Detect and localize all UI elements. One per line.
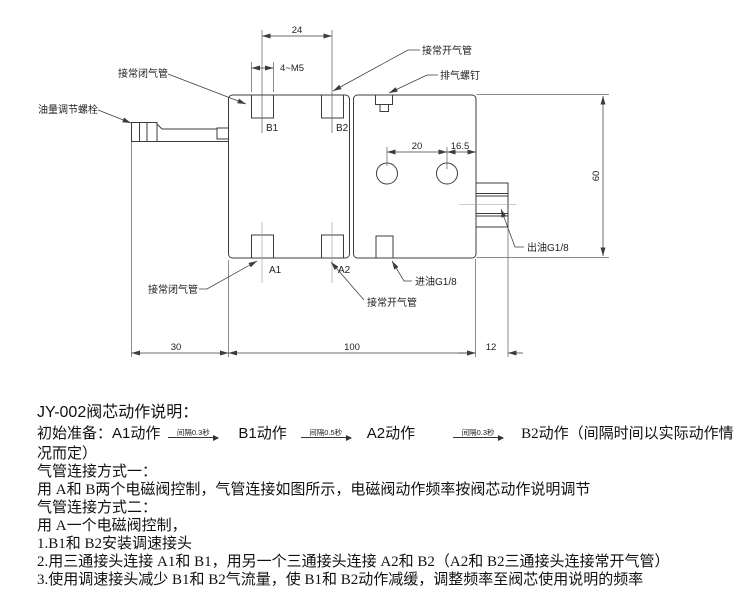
leader-no-pipe-bottom bbox=[330, 261, 365, 301]
extension-lines bbox=[131, 30, 609, 357]
inlet-port-boss bbox=[375, 235, 394, 259]
oil-adjust-bolt bbox=[131, 122, 229, 142]
leader-inlet bbox=[391, 260, 412, 282]
dim-30: 30 bbox=[171, 342, 182, 353]
label-nc-pipe-top: 接常闭气管 bbox=[118, 67, 168, 80]
step-2: 2.用三通接头连接 A1和 B1，用另一个三通接头连接 A2和 B2（A2和 B… bbox=[37, 554, 670, 570]
notes-title: JY-002阀芯动作说明： bbox=[37, 404, 199, 421]
dim-4-m5: 4~M5 bbox=[280, 63, 304, 74]
method2-body: 用 A一个电磁阀控制， bbox=[37, 518, 187, 534]
interval-2-label: 间隔0.5秒 bbox=[309, 428, 343, 437]
drawing-annotations: 24 4~M5 20 16.5 60 30 100 12 油量调节螺栓 接常闭气… bbox=[38, 25, 602, 353]
label-outlet: 出油G1/8 bbox=[527, 241, 569, 254]
action-b1: B1动作 bbox=[238, 425, 287, 442]
valve-technical-drawing: 24 4~M5 20 16.5 60 30 100 12 油量调节螺栓 接常闭气… bbox=[38, 25, 609, 357]
interval-2-arrow-icon bbox=[300, 434, 352, 441]
dimension-lines bbox=[131, 33, 606, 356]
method1-title: 气管连接方式一： bbox=[37, 464, 158, 480]
body-left-section bbox=[228, 94, 350, 259]
prep-wrap-line: 况而定） bbox=[37, 446, 98, 462]
leader-nc-pipe-bottom bbox=[199, 260, 258, 290]
body-right-section bbox=[353, 94, 477, 259]
dim-12: 12 bbox=[486, 342, 497, 353]
centerlines bbox=[261, 204, 516, 283]
step-1: 1.B1和 B2安装调速接头 bbox=[37, 536, 193, 552]
interval-3-label: 间隔0.3秒 bbox=[461, 428, 495, 437]
label-oil-adjust: 油量调节螺栓 bbox=[38, 103, 98, 116]
label-no-pipe-bottom: 接常开气管 bbox=[367, 296, 417, 309]
dim-16-5: 16.5 bbox=[451, 141, 470, 152]
leader-exhaust-screw bbox=[388, 74, 438, 94]
leader-no-pipe-top bbox=[332, 49, 420, 92]
label-nc-pipe-bottom: 接常闭气管 bbox=[148, 283, 198, 296]
interval-arrow-2: 间隔0.5秒 bbox=[300, 428, 352, 441]
action-a2: A2动作 bbox=[366, 425, 416, 442]
interval-arrow-3: 间隔0.3秒 bbox=[453, 428, 505, 441]
label-exhaust-screw: 排气螺钉 bbox=[440, 69, 480, 82]
prep-prefix: 初始准备：A1动作 bbox=[37, 425, 161, 442]
label-port-b2: B2 bbox=[336, 123, 349, 134]
valve-body-outline bbox=[131, 94, 509, 259]
port-a2-boss bbox=[321, 234, 344, 259]
dim-60: 60 bbox=[591, 171, 602, 182]
exhaust-screw-stem bbox=[379, 104, 389, 112]
method2-title: 气管连接方式二： bbox=[37, 500, 158, 516]
prep-sequence-line: 初始准备：A1动作 间隔0.3秒 B1动作 间隔0.5秒 A2动作 间隔0.3秒 B2动作（… bbox=[37, 425, 734, 443]
interval-3-arrow-icon bbox=[453, 434, 505, 441]
label-port-b1: B1 bbox=[266, 123, 279, 134]
method1-body: 用 A和 B两个电磁阀控制，气管连接如图所示，电磁阀动作频率按阀芯动作说明调节 bbox=[37, 482, 591, 498]
port-b2-boss bbox=[321, 94, 344, 119]
step-3: 3.使用调速接头减少 B1和 B2气流量，使 B1和 B2动作减缓，调整频率至阀… bbox=[37, 572, 644, 588]
dim-100: 100 bbox=[344, 342, 360, 353]
dim-20: 20 bbox=[412, 141, 423, 152]
interval-1-arrow-icon bbox=[168, 434, 220, 441]
interval-arrow-1: 间隔0.3秒 bbox=[168, 428, 220, 441]
dim-24: 24 bbox=[292, 25, 303, 36]
outlet-block bbox=[475, 182, 509, 228]
label-port-a1: A1 bbox=[269, 265, 282, 276]
interval-1-label: 间隔0.3秒 bbox=[176, 428, 210, 437]
prep-tail: B2动作（间隔时间以实际动作情 bbox=[521, 426, 734, 442]
leader-oil-adjust bbox=[97, 109, 132, 124]
label-no-pipe-top: 接常开气管 bbox=[422, 44, 472, 57]
port-b1-boss bbox=[251, 94, 274, 119]
leader-nc-pipe-top bbox=[167, 73, 247, 105]
leader-lines bbox=[97, 49, 524, 301]
label-inlet: 进油G1/8 bbox=[415, 275, 457, 288]
port-a1-boss bbox=[251, 234, 274, 259]
leader-outlet bbox=[500, 208, 524, 248]
label-port-a2: A2 bbox=[338, 265, 351, 276]
